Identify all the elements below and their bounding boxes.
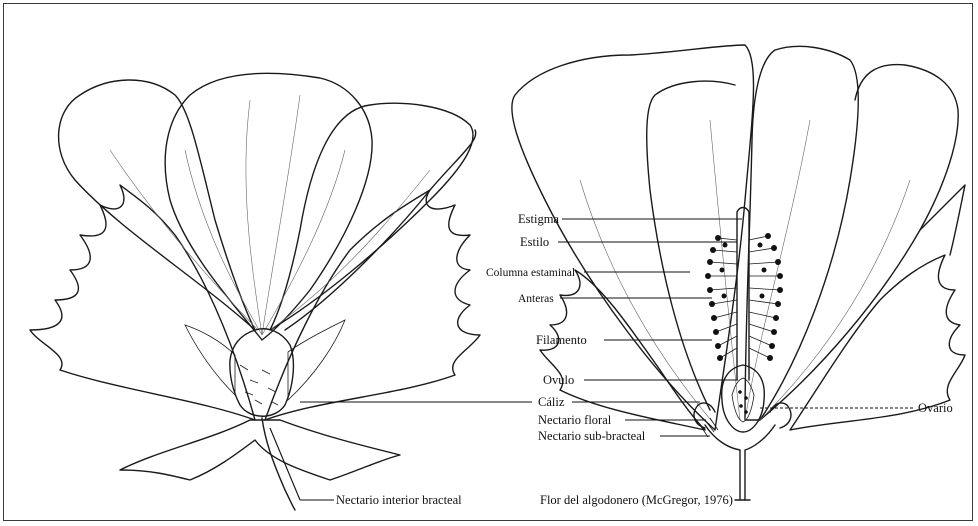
label-ovario: Ovario	[918, 401, 953, 415]
figure-caption: Flor del algodonero (McGregor, 1976)	[540, 493, 733, 507]
label-anteras: Anteras	[518, 293, 554, 305]
label-caliz: Cáliz	[538, 395, 565, 409]
right-petal-center	[745, 46, 858, 420]
label-nectario-floral: Nectario floral	[538, 413, 612, 427]
left-sepal-shade-right	[288, 320, 345, 400]
label-estigma: Estigma	[518, 212, 559, 226]
right-bract-left	[540, 270, 705, 430]
label-filamento: Filamento	[536, 333, 587, 347]
left-bract-left	[30, 185, 255, 420]
left-petal-back-left	[59, 80, 255, 330]
label-ovulo: Ovulo	[543, 373, 574, 387]
label-nectario-sub-bracteal: Nectario sub-bracteal	[538, 429, 646, 443]
left-bract-lower	[120, 420, 400, 480]
label-columna-estaminal: Columna estaminal	[486, 267, 575, 279]
label-group: Estigma Estilo Columna estaminal Anteras…	[270, 212, 953, 507]
label-estilo: Estilo	[520, 235, 549, 249]
left-pedicel	[262, 418, 295, 510]
right-receptacle	[705, 425, 775, 500]
right-bract-far-right	[920, 185, 965, 255]
left-flower-illustration	[30, 73, 480, 510]
label-nectario-interior-bracteal: Nectario interior bracteal	[336, 493, 462, 507]
left-petal-front	[165, 73, 372, 340]
